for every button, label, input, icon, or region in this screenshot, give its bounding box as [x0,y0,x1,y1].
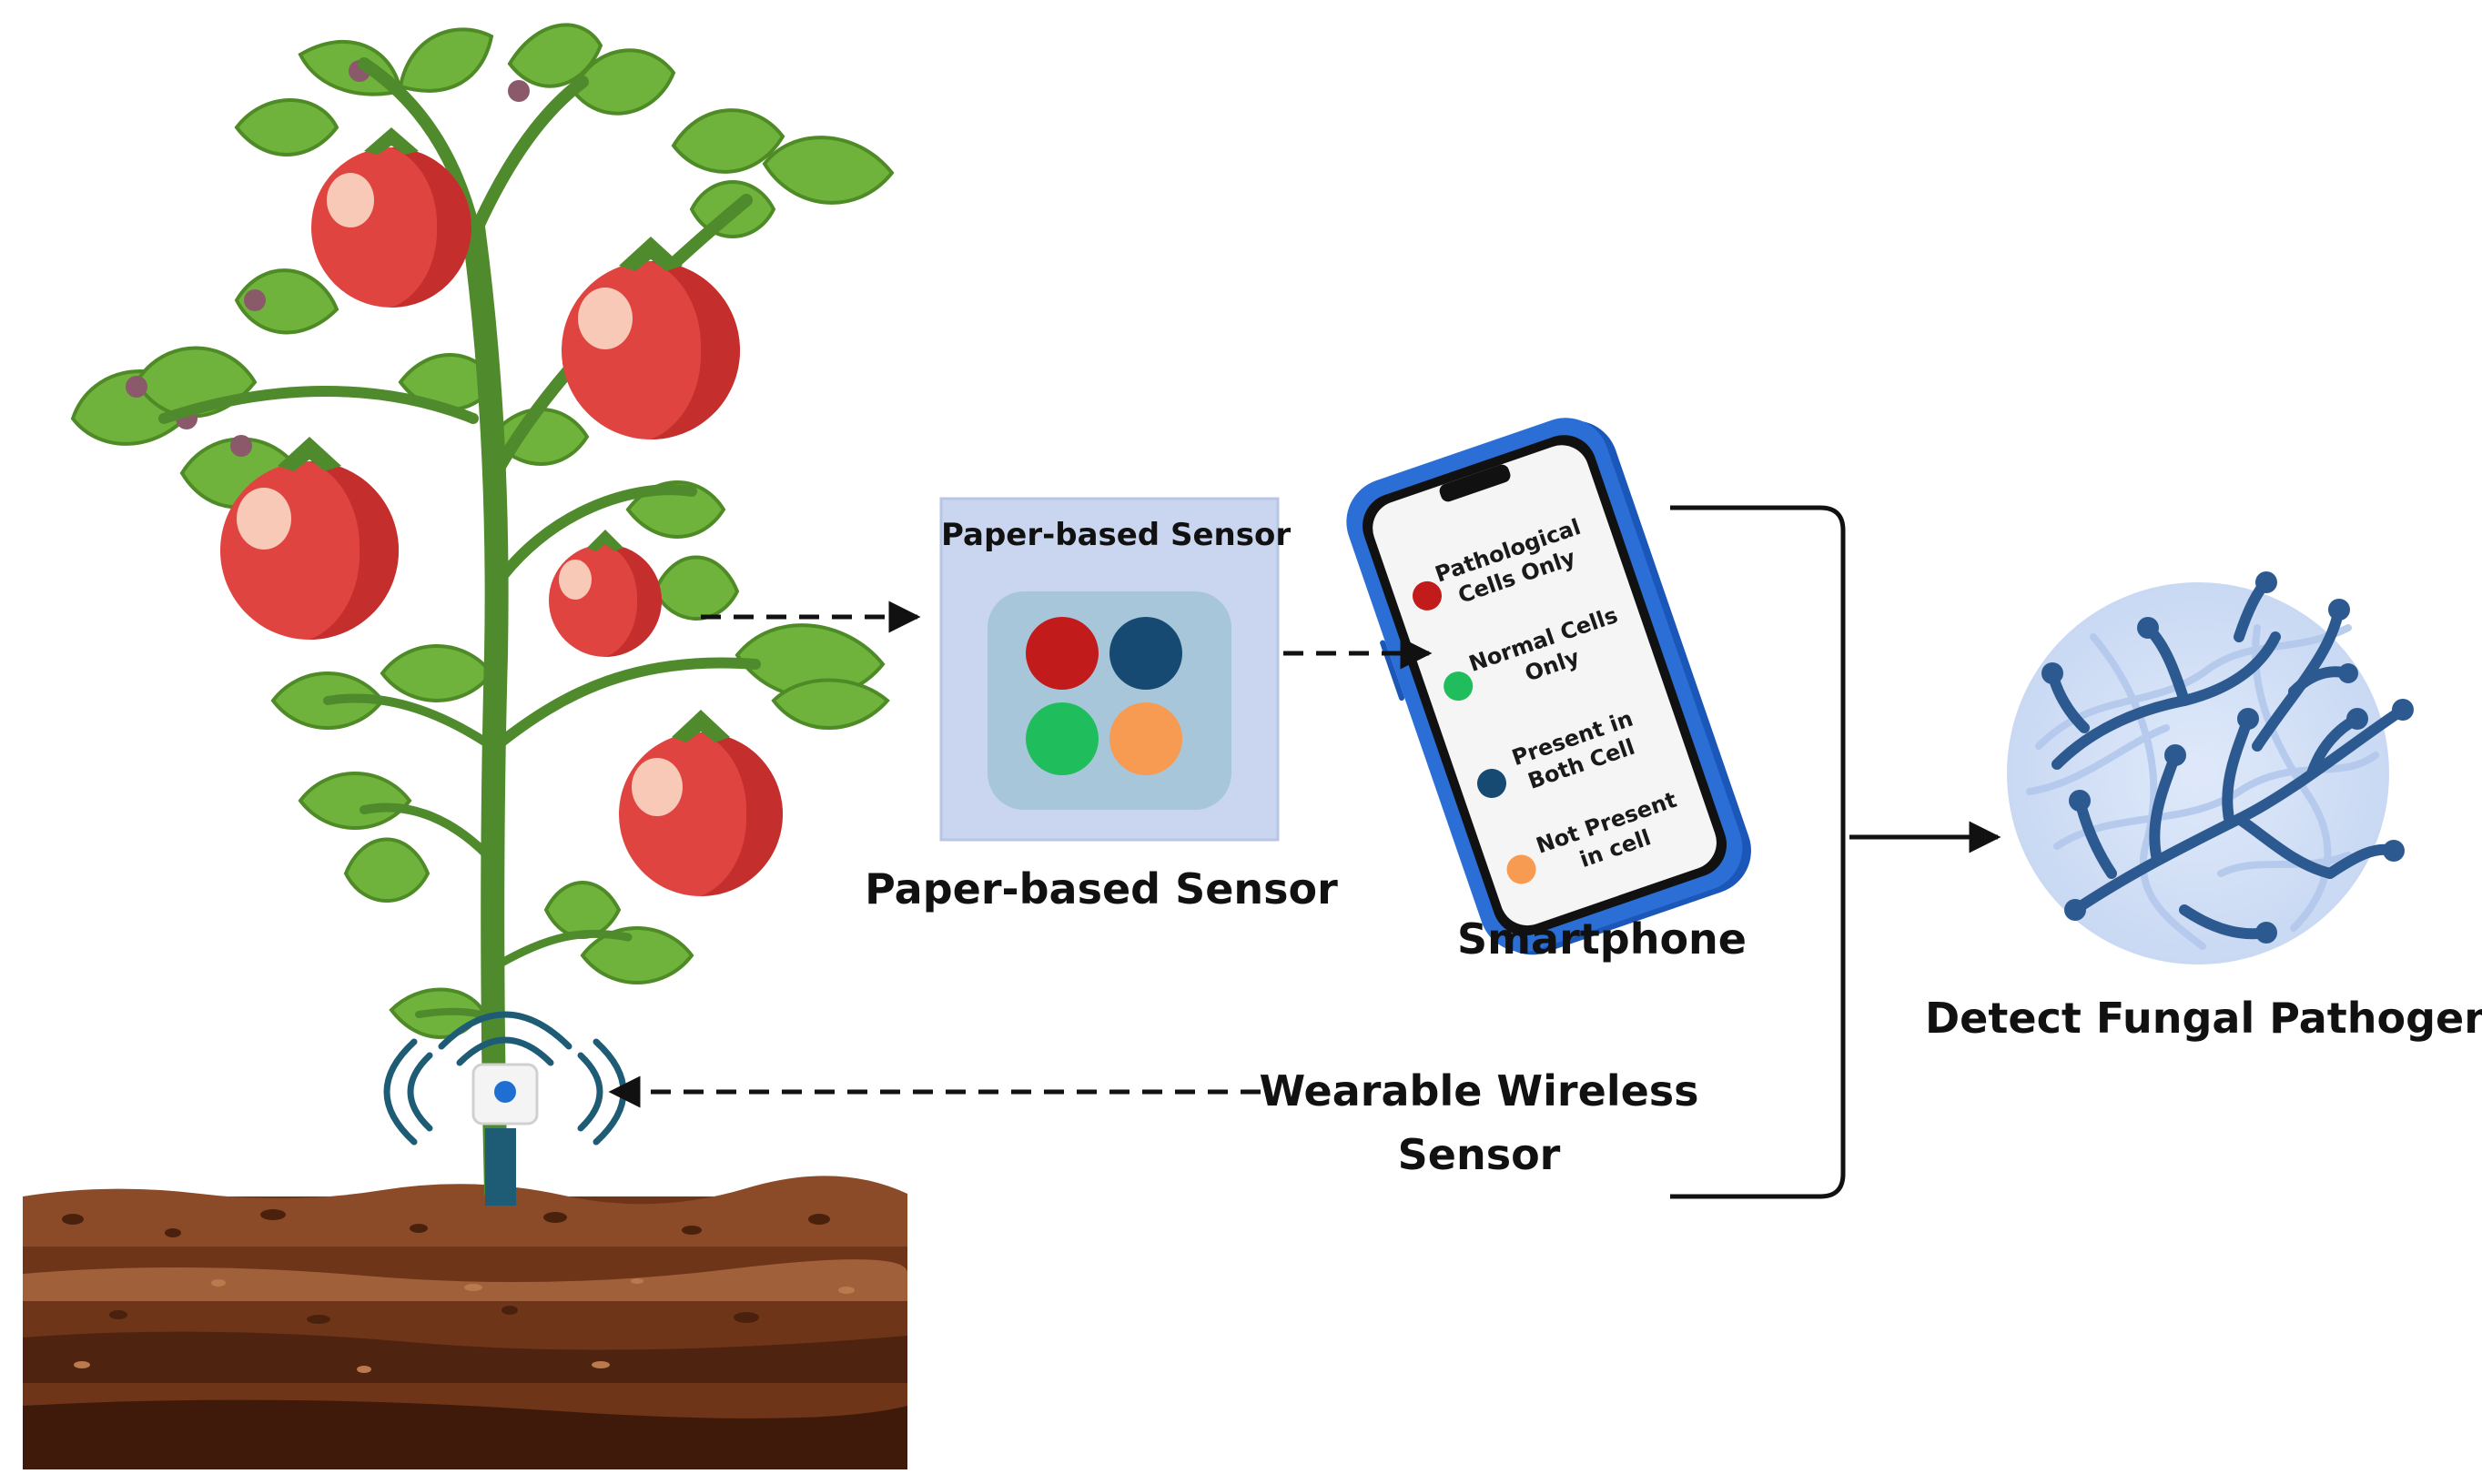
sensor-dot-orange [1109,702,1182,775]
wearable-sensor-device [383,1011,627,1206]
tomato [220,437,399,640]
paper-sensor-caption: Paper-based Sensor [865,864,1338,914]
tomato [311,127,471,308]
wearable-sensor-caption-line2: Sensor [1397,1130,1561,1179]
sensor-dot-green [1026,702,1099,775]
tomato [562,237,740,439]
tomato-plant [70,23,895,1204]
sensor-dot-navy [1109,617,1182,690]
bracket-connector [1670,505,1846,1199]
tomatoes [220,127,783,896]
tomato [619,710,783,896]
connectors [608,505,2001,1199]
wearable-sensor-caption-line1: Wearable Wireless [1259,1066,1699,1116]
sensor-dots [1026,617,1182,775]
smartphone-caption: Smartphone [1456,914,1747,964]
smartphone-illustration: Pathological Cells Only Normal Cells Onl… [1346,418,1751,955]
paper-sensor-inner-title: Paper-based Sensor [941,517,1292,553]
paper-based-sensor-card [939,497,1280,842]
fungal-spores [2041,571,2414,944]
sensor-dot-red [1026,617,1099,690]
tomato [549,530,662,657]
fungal-pathogen-illustration [2007,571,2414,964]
soil [23,1176,908,1469]
detect-fungal-pathogen-caption: Detect Fungal Pathogen [1925,994,2482,1043]
